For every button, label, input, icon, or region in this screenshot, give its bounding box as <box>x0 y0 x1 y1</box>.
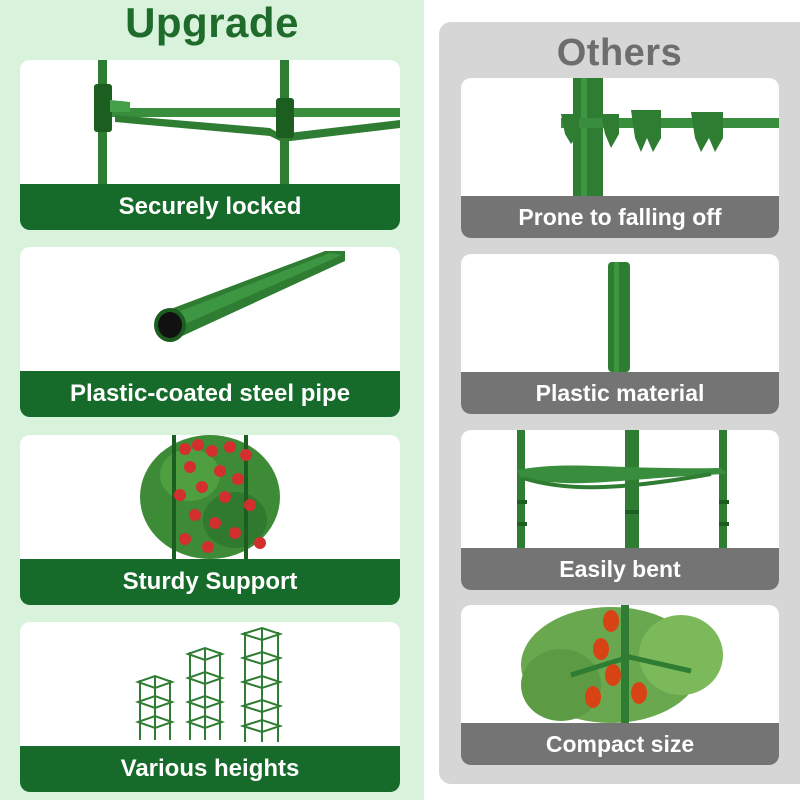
others-card-easily-bent: Easily bent <box>461 430 779 590</box>
upgrade-card-steel-pipe: Plastic-coated steel pipe <box>20 247 400 417</box>
upgrade-label-securely-locked: Securely locked <box>20 184 400 230</box>
others-title: Others <box>556 32 683 74</box>
others-card-plastic-material: Plastic material <box>461 254 779 414</box>
others-label-prone-to-falling-off: Prone to falling off <box>461 196 779 238</box>
upgrade-card-sturdy-support: Sturdy Support <box>20 435 400 605</box>
plant-cages-image <box>20 622 400 746</box>
locked-connector-image <box>20 60 400 184</box>
upgrade-label-steel-pipe: Plastic-coated steel pipe <box>20 371 400 417</box>
others-label-compact-size: Compact size <box>461 723 779 765</box>
tomato-plant-image <box>20 435 400 559</box>
steel-pipe-image <box>20 247 400 371</box>
small-plant-image <box>461 605 779 723</box>
others-card-compact-size: Compact size <box>461 605 779 765</box>
others-label-plastic-material: Plastic material <box>461 372 779 414</box>
plastic-stake-image <box>461 254 779 372</box>
bent-ring-image <box>461 430 779 548</box>
clip-connector-image <box>461 78 779 196</box>
others-card-prone-to-falling-off: Prone to falling off <box>461 78 779 238</box>
others-label-easily-bent: Easily bent <box>461 548 779 590</box>
upgrade-label-sturdy-support: Sturdy Support <box>20 559 400 605</box>
upgrade-card-various-heights: Various heights <box>20 622 400 792</box>
others-column: Others Prone to falling off <box>439 22 800 784</box>
upgrade-column: Upgrade Securely locked Plas <box>0 0 424 800</box>
upgrade-title: Upgrade <box>125 0 299 46</box>
upgrade-label-various-heights: Various heights <box>20 746 400 792</box>
upgrade-card-securely-locked: Securely locked <box>20 60 400 230</box>
